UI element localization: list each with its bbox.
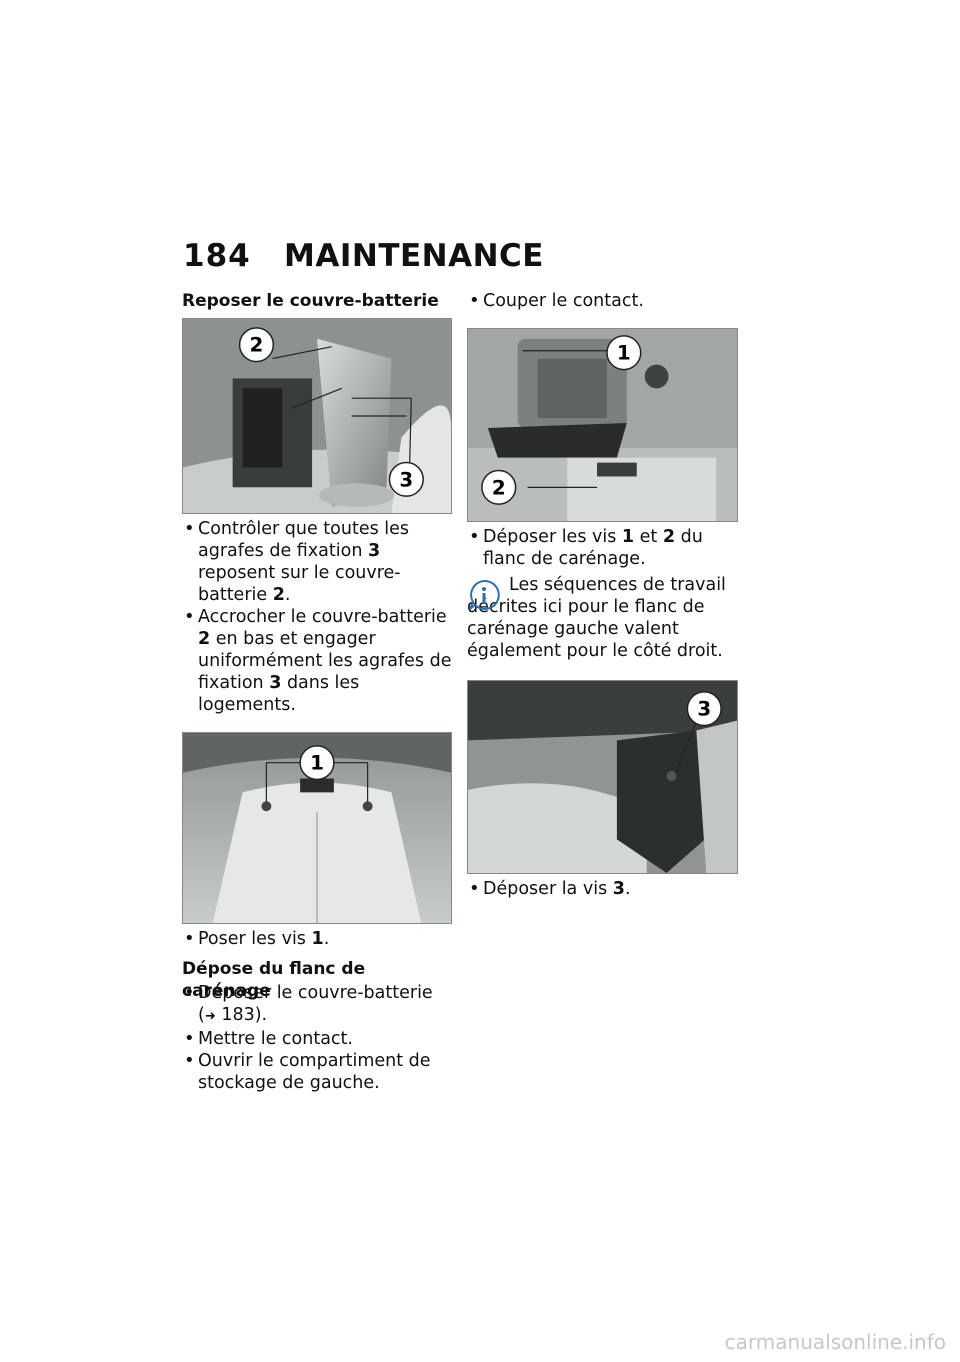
page-ref-arrow-icon: ➜ [204,1009,216,1024]
section-title: MAINTENANCE [284,238,544,274]
note-text: Les séquences de travail décrites ici po… [467,575,726,661]
bullet-ignition-on: Mettre le contact. [182,1028,454,1050]
info-note: Les séquences de travail décrites ici po… [467,574,742,662]
photo-side-panel-screw3: 3 [467,680,738,874]
callout-1: 1 [617,342,631,365]
bullet-install-screws: Poser les vis 1. [182,928,454,950]
left-column: Reposer le couvre-batterie 2 3 [182,290,454,1094]
watermark: carmanualsonline.info [724,1330,946,1354]
right-column: Couper le contact. 1 2 Déposer les vis 1… [467,290,742,900]
callout-2: 2 [492,476,506,499]
callout-3: 3 [399,468,413,491]
photo-side-panel-screws: 1 2 [467,328,738,522]
photo-battery-cover: 2 3 [182,318,452,514]
bullet-remove-screw3: Déposer la vis 3. [467,878,742,900]
callout-3: 3 [697,698,711,721]
info-icon [469,579,500,610]
callout-1: 1 [310,752,324,775]
heading-reposer: Reposer le couvre-batterie [182,291,439,311]
bullet-open-storage: Ouvrir le compartiment de stockage de ga… [182,1050,454,1094]
bullet-ignition-off: Couper le contact. [467,290,742,312]
callout-2: 2 [250,334,264,357]
page-number: 184 [183,238,251,274]
bullet-remove-screws: Déposer les vis 1 et 2 du flanc de carén… [467,526,742,570]
bullet-check-clips: Contrôler que toutes les agrafes de fixa… [182,518,454,606]
heading-depose: Dépose du flanc de carénage [182,959,366,1001]
bullet-hook-cover: Accrocher le couvre-batterie 2 en bas et… [182,606,454,716]
photo-screws: 1 [182,732,452,924]
bullet-remove-cover: Déposer le couvre-batterie (➜ 183). [182,982,454,1028]
